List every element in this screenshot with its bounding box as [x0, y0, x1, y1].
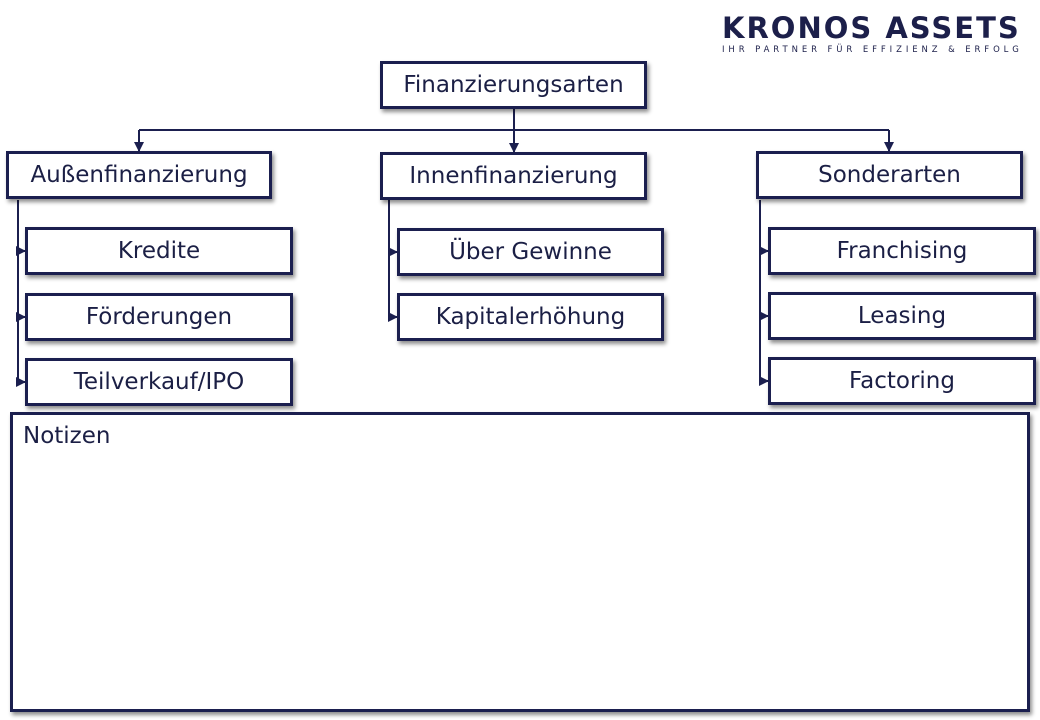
item-label: Franchising: [836, 238, 968, 264]
notes-area[interactable]: Notizen: [10, 412, 1030, 712]
item-franchising: Franchising: [768, 227, 1036, 275]
category-sonderarten: Sonderarten: [756, 151, 1023, 199]
item-label: Kredite: [117, 238, 201, 264]
category-label: Außenfinanzierung: [30, 162, 248, 188]
item-label: Factoring: [849, 368, 955, 394]
item-teilverkauf-ipo: Teilverkauf/IPO: [25, 358, 293, 406]
company-logo: KRONOS ASSETS IHR PARTNER FÜR EFFIZIENZ …: [722, 12, 1022, 55]
logo-tagline: IHR PARTNER FÜR EFFIZIENZ & ERFOLG: [722, 45, 1023, 55]
category-aussenfinanzierung: Außenfinanzierung: [6, 151, 272, 199]
category-label: Sonderarten: [818, 162, 961, 188]
item-label: Über Gewinne: [449, 239, 612, 265]
item-kredite: Kredite: [25, 227, 293, 275]
item-label: Teilverkauf/IPO: [73, 369, 245, 395]
item-foerderungen: Förderungen: [25, 293, 293, 341]
notes-label: Notizen: [23, 423, 111, 449]
item-ueber-gewinne: Über Gewinne: [397, 228, 664, 276]
item-label: Förderungen: [85, 304, 233, 330]
category-label: Innenfinanzierung: [409, 163, 618, 189]
logo-title: KRONOS ASSETS: [722, 11, 1021, 45]
item-kapitalerhoehung: Kapitalerhöhung: [397, 293, 664, 341]
item-label: Leasing: [857, 303, 947, 329]
root-label: Finanzierungsarten: [403, 72, 624, 98]
category-innenfinanzierung: Innenfinanzierung: [380, 152, 647, 200]
item-label: Kapitalerhöhung: [435, 304, 626, 330]
root-node: Finanzierungsarten: [380, 61, 647, 109]
item-leasing: Leasing: [768, 292, 1036, 340]
item-factoring: Factoring: [768, 357, 1036, 405]
